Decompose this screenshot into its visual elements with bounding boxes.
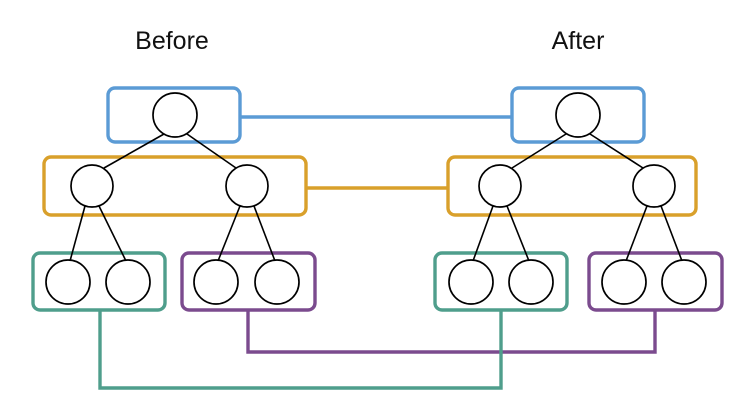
leaf-group-teal-after bbox=[433, 251, 569, 312]
edge-left-to-leaf2-before bbox=[98, 205, 127, 262]
group-boxes-layer bbox=[31, 86, 724, 312]
title-after: After bbox=[552, 27, 605, 55]
edge-root-to-right-before bbox=[186, 133, 237, 169]
link-leaf-purple bbox=[246, 310, 657, 354]
edge-right-to-leaf3-before bbox=[217, 205, 241, 262]
tree-nodes-layer bbox=[45, 92, 707, 305]
cross-links-layer bbox=[98, 115, 657, 390]
node-internal-left-after bbox=[478, 164, 522, 208]
node-internal-left-before bbox=[70, 164, 114, 208]
edge-right-to-leaf3-after bbox=[625, 205, 648, 262]
node-leaf-2-after bbox=[508, 259, 554, 305]
edge-root-to-left-after bbox=[511, 133, 567, 169]
link-leaf-teal bbox=[98, 310, 503, 390]
node-leaf-2-before bbox=[105, 259, 151, 305]
root-group-before bbox=[106, 86, 242, 144]
leaf-group-purple-after bbox=[587, 251, 724, 312]
node-leaf-1-after bbox=[448, 259, 494, 305]
root-group-after bbox=[510, 86, 646, 144]
title-before: Before bbox=[135, 27, 209, 55]
tree-edges-layer bbox=[69, 133, 683, 262]
node-leaf-4-before bbox=[254, 259, 300, 305]
node-leaf-1-before bbox=[45, 259, 91, 305]
edge-right-to-leaf4-after bbox=[660, 205, 683, 262]
internal-group-after bbox=[446, 155, 698, 217]
node-root-before bbox=[152, 92, 198, 138]
edge-right-to-leaf4-before bbox=[253, 205, 276, 262]
leaf-group-teal-before bbox=[31, 251, 167, 312]
internal-group-before bbox=[42, 155, 308, 217]
edge-left-to-leaf2-after bbox=[506, 205, 530, 262]
edge-left-to-leaf1-before bbox=[69, 205, 86, 262]
edge-root-to-left-before bbox=[103, 133, 165, 169]
node-internal-right-after bbox=[632, 164, 676, 208]
node-leaf-4-after bbox=[661, 259, 707, 305]
node-leaf-3-before bbox=[193, 259, 239, 305]
node-root-after bbox=[555, 92, 601, 138]
node-internal-right-before bbox=[225, 164, 269, 208]
edge-left-to-leaf1-after bbox=[472, 205, 494, 262]
leaf-group-purple-before bbox=[180, 251, 317, 312]
node-leaf-3-after bbox=[601, 259, 647, 305]
edge-root-to-right-after bbox=[589, 133, 644, 169]
